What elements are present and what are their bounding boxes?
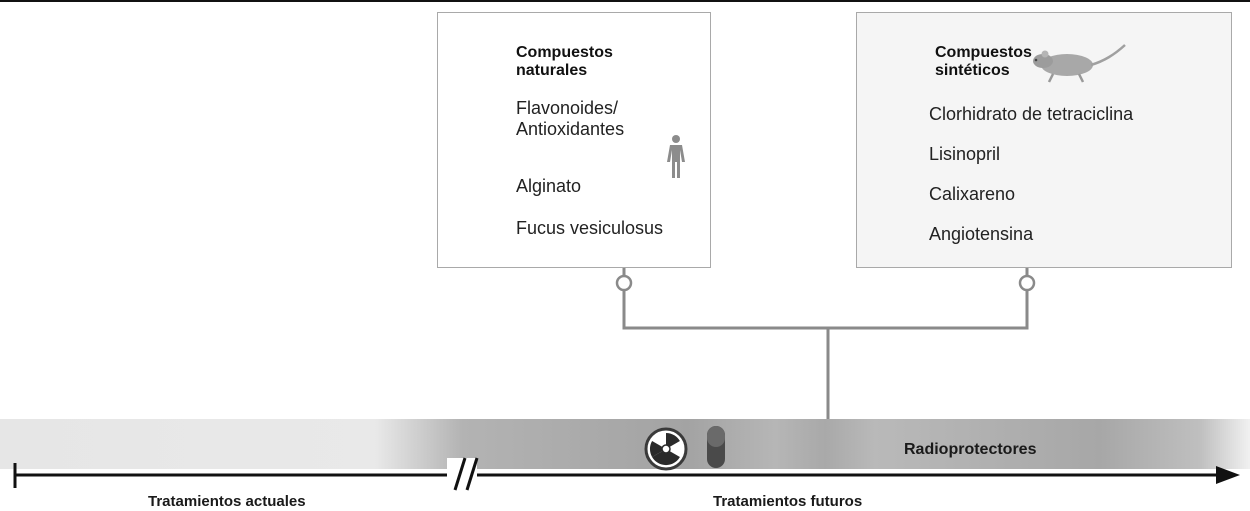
top-rule: [0, 0, 1250, 2]
synthetic-item: Clorhidrato de tetraciclina: [929, 104, 1134, 124]
radiation-hazard-icon: [644, 427, 688, 471]
natural-item: Fucus vesiculosus: [516, 218, 664, 238]
natural-compounds-box: Compuestos naturales Flavonoides/ Antiox…: [437, 12, 711, 268]
capsule-icon: [707, 426, 725, 468]
synthetic-compounds-box: Compuestos sintéticos Clorhidrato de tet…: [856, 12, 1232, 268]
break-mark: [465, 457, 479, 491]
synthetic-item: Angiotensina: [929, 224, 1034, 244]
natural-compounds-title: Compuestos naturales: [516, 44, 613, 79]
natural-item: Flavonoides/ Antioxidantes: [516, 98, 625, 139]
synthetic-item: Calixareno: [929, 184, 1016, 204]
synthetic-item: Lisinopril: [929, 144, 1001, 164]
timeline-arrowhead: [1216, 466, 1240, 484]
radioprotectors-label: Radioprotectores: [904, 441, 1037, 458]
radioprotector-band: [0, 419, 1250, 469]
human-figure-icon: [667, 135, 685, 178]
future-treatments-label: Tratamientos futuros: [713, 493, 863, 510]
break-mark: [453, 457, 467, 491]
synthetic-compounds-title: Compuestos sintéticos: [935, 44, 1032, 79]
natural-item: Alginato: [516, 176, 582, 196]
current-treatments-label: Tratamientos actuales: [148, 493, 306, 510]
rat-icon: [1033, 44, 1126, 83]
